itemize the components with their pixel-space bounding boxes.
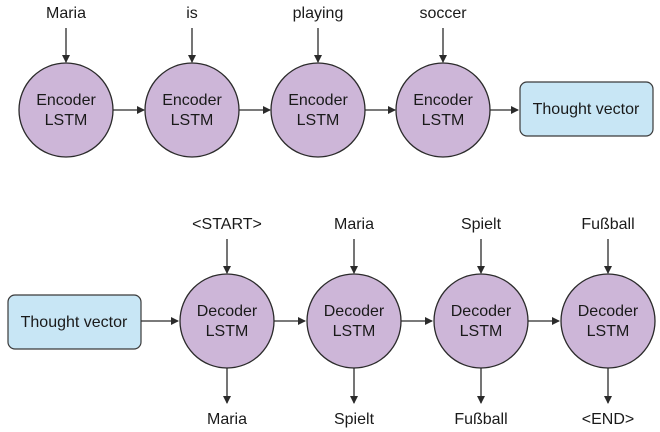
decoder-output-word: Fußball — [454, 411, 507, 428]
decoder-lstm-node: Decoder LSTM — [179, 273, 275, 369]
node-label-line1: Encoder — [413, 92, 473, 109]
decoder-output-word: Spielt — [334, 411, 375, 428]
encoder-input-word: is — [186, 5, 198, 22]
node-label-line1: Decoder — [197, 303, 258, 320]
node-label-line2: LSTM — [460, 323, 503, 340]
encoder-input-word: playing — [293, 5, 344, 22]
node-label-line1: Decoder — [578, 303, 639, 320]
node-label-line2: LSTM — [422, 112, 465, 129]
node-label-line2: LSTM — [587, 323, 630, 340]
node-label-line2: LSTM — [333, 323, 376, 340]
node-label-line1: Encoder — [36, 92, 96, 109]
decoder-input-word: Maria — [334, 216, 374, 233]
decoder-input-word: Fußball — [581, 216, 634, 233]
node-label-line2: LSTM — [45, 112, 88, 129]
node-label-line2: LSTM — [171, 112, 214, 129]
decoder-lstm-node: Decoder LSTM — [560, 273, 656, 369]
encoder-row: Maria is playing soccer Encoder LSTM Enc… — [18, 5, 654, 158]
encoder-lstm-node: Encoder LSTM — [18, 62, 114, 158]
decoder-input-word: Spielt — [461, 216, 502, 233]
node-label-line2: LSTM — [206, 323, 249, 340]
encoder-lstm-node: Encoder LSTM — [395, 62, 491, 158]
decoder-output-word: <END> — [582, 411, 634, 428]
decoder-lstm-node: Decoder LSTM — [433, 273, 529, 369]
thought-vector-label: Thought vector — [533, 101, 640, 118]
decoder-output-word: Maria — [207, 411, 247, 428]
encoder-thought-vector-box: Thought vector — [519, 81, 654, 137]
node-label-line1: Decoder — [451, 303, 512, 320]
decoder-row: Thought vector <START> Maria Spielt Fußb… — [7, 216, 656, 428]
node-label-line1: Decoder — [324, 303, 385, 320]
node-label-line1: Encoder — [288, 92, 348, 109]
thought-vector-label: Thought vector — [21, 314, 128, 331]
decoder-thought-vector-box: Thought vector — [7, 294, 142, 350]
decoder-input-word: <START> — [192, 216, 262, 233]
decoder-lstm-node: Decoder LSTM — [306, 273, 402, 369]
encoder-lstm-node: Encoder LSTM — [270, 62, 366, 158]
encoder-input-word: Maria — [46, 5, 86, 22]
node-label-line2: LSTM — [297, 112, 340, 129]
encoder-lstm-node: Encoder LSTM — [144, 62, 240, 158]
node-label-line1: Encoder — [162, 92, 222, 109]
encoder-input-word: soccer — [419, 5, 467, 22]
